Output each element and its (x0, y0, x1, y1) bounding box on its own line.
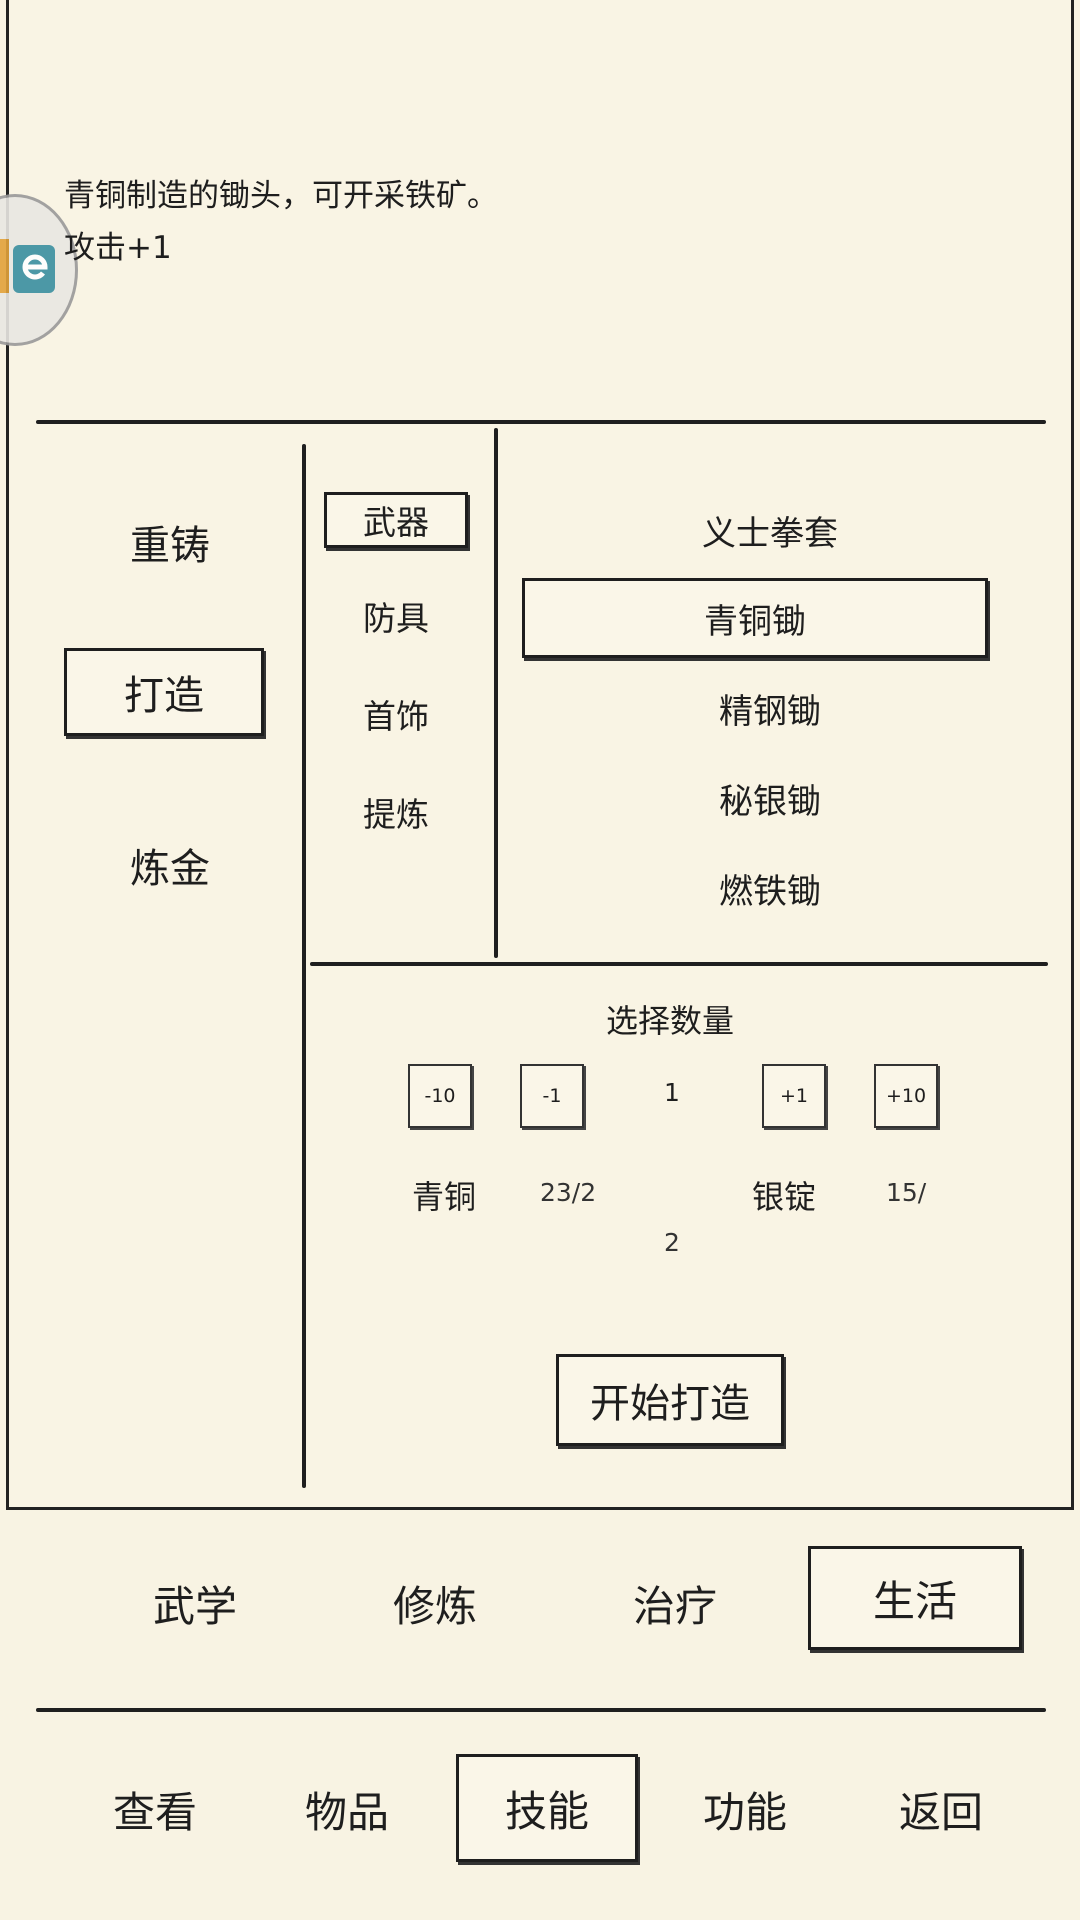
recipe-item-selected[interactable]: 青铜锄 (522, 578, 988, 658)
crafting-panel (6, 0, 1074, 1510)
floating-assistant-button[interactable] (0, 194, 78, 346)
material-count: 15/ (886, 1178, 927, 1207)
category-recast[interactable]: 重铸 (130, 523, 210, 569)
material-name: 青铜 (412, 1178, 477, 1216)
subcategory-accessory[interactable]: 首饰 (363, 697, 429, 736)
divider (36, 420, 1046, 424)
nav-back[interactable]: 返回 (898, 1787, 983, 1837)
minus-10-button[interactable]: -10 (408, 1064, 472, 1128)
material-name: 银锭 (752, 1178, 817, 1216)
floating-assistant-icon (0, 239, 55, 293)
nav-view[interactable]: 查看 (112, 1787, 197, 1837)
divider (310, 962, 1048, 966)
item-stat: 攻击+1 (64, 230, 172, 266)
recipe-item[interactable]: 燃铁锄 (719, 871, 821, 912)
recipe-item[interactable]: 义士拳套 (702, 513, 838, 554)
category-forge[interactable]: 打造 (64, 648, 264, 736)
plus-10-button[interactable]: +10 (874, 1064, 938, 1128)
nav-functions[interactable]: 功能 (702, 1787, 787, 1837)
subcategory-refine[interactable]: 提炼 (363, 795, 429, 834)
material-count-wrap: 2 (664, 1228, 680, 1257)
start-craft-button[interactable]: 开始打造 (556, 1354, 784, 1446)
item-description: 青铜制造的锄头，可开采铁矿。 (64, 178, 498, 214)
subcategory-armor[interactable]: 防具 (363, 599, 429, 638)
recipe-item[interactable]: 秘银锄 (719, 781, 821, 822)
subcategory-weapon[interactable]: 武器 (324, 492, 468, 548)
plus-1-button[interactable]: +1 (762, 1064, 826, 1128)
nav-skills[interactable]: 技能 (456, 1754, 638, 1862)
recipe-item[interactable]: 精钢锄 (719, 691, 821, 732)
minus-1-button[interactable]: -1 (520, 1064, 584, 1128)
material-count: 23/2 (540, 1178, 597, 1207)
divider (494, 428, 498, 958)
quantity-value: 1 (664, 1078, 680, 1107)
tab-cultivation[interactable]: 修炼 (392, 1581, 477, 1631)
tab-martial[interactable]: 武学 (152, 1581, 237, 1631)
divider (36, 1708, 1046, 1712)
tab-life[interactable]: 生活 (808, 1546, 1022, 1650)
divider (302, 444, 306, 1488)
quantity-title: 选择数量 (605, 1002, 734, 1040)
category-alchemy[interactable]: 炼金 (130, 846, 210, 892)
nav-items[interactable]: 物品 (304, 1787, 389, 1837)
tab-healing[interactable]: 治疗 (632, 1581, 717, 1631)
